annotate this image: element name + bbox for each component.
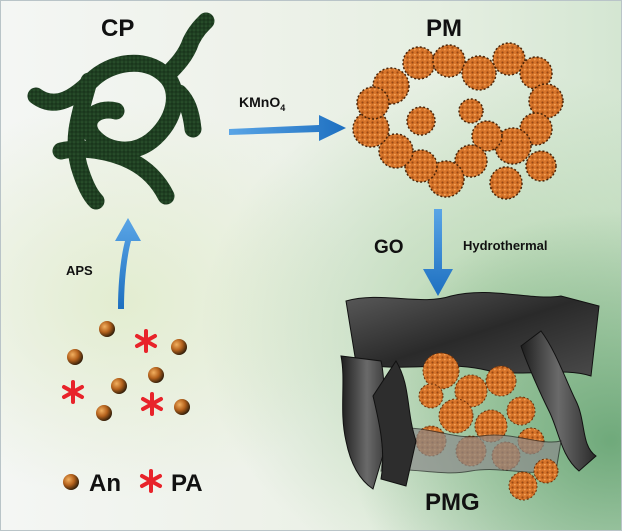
arrow-cp-to-pm: [229, 115, 346, 141]
pm-particle-aggregate: [352, 42, 564, 200]
pmg-composite: [340, 291, 600, 501]
legend-pa-label: PA: [171, 470, 203, 497]
legend-an-label: An: [89, 470, 121, 497]
legend-an-icon: [63, 474, 79, 490]
pmg-label: PMG: [425, 489, 480, 516]
hydrothermal-label: Hydrothermal: [463, 238, 548, 253]
kmno4-label: KMnO4: [239, 94, 285, 113]
kmno4-subscript: 4: [280, 102, 286, 113]
kmno4-text: KMnO: [239, 94, 281, 110]
arrow-monomers-to-cp: [115, 218, 141, 309]
pm-label: PM: [426, 15, 462, 42]
legend-pa-icon: [140, 469, 162, 493]
pa-monomers: [62, 329, 163, 416]
cp-polymer-chains: [27, 12, 215, 210]
aps-label: APS: [66, 263, 93, 278]
arrow-pm-to-pmg: [423, 209, 453, 296]
an-monomers: [67, 321, 190, 421]
go-label: GO: [374, 237, 404, 258]
cp-label: CP: [101, 15, 135, 42]
